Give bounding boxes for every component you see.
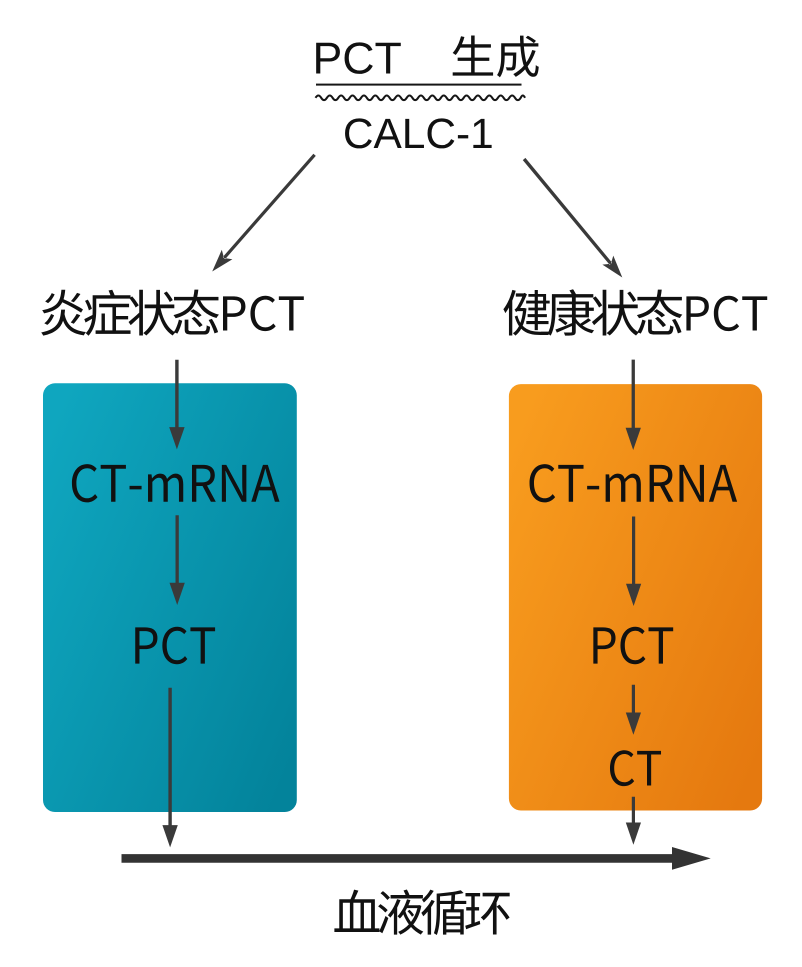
right-ct-mrna-label-text: CT-mRNA: [527, 456, 757, 513]
healthy-state-label: 健康状态PCT: [503, 289, 768, 336]
glyph-C: [250, 295, 276, 332]
right-ct-label: CT: [609, 750, 662, 787]
blood-circulation-arrow: [121, 847, 711, 870]
glyph--: [457, 135, 469, 139]
title-underline: [316, 83, 522, 86]
left-ct-mrna-label-text: CT-mRNA: [69, 456, 299, 513]
left-mrna-to-pct-arrow: [169, 515, 185, 605]
glyph-C: [529, 464, 556, 503]
glyph-N: [679, 464, 704, 502]
glyph-康: [547, 289, 595, 336]
glyph-P: [135, 627, 158, 664]
inflammatory-box: [43, 383, 297, 812]
calc1-to-healthy-arrow: [522, 157, 623, 278]
glyph-A: [373, 118, 402, 148]
glyph-1: [473, 118, 492, 148]
glyph-m: [148, 473, 184, 502]
glyph-状: [128, 289, 176, 336]
glyph-P: [222, 296, 246, 331]
glyph-A: [708, 464, 738, 502]
blood-circulation-label: 血液循环: [334, 889, 510, 936]
glyph-T: [637, 750, 662, 786]
glyph-R: [649, 464, 674, 502]
right-mrna-to-pct-arrow: [626, 516, 642, 606]
glyph-生: [452, 35, 494, 76]
glyph-P: [593, 627, 616, 664]
glyph-炎: [41, 289, 86, 336]
glyph-状: [591, 289, 639, 336]
gene-label-text: CALC-1: [343, 110, 494, 157]
glyph-P: [316, 42, 340, 74]
title-squiggle-underline: [314, 94, 526, 102]
glyph-T: [648, 627, 674, 664]
glyph-症: [84, 289, 131, 336]
glyph-N: [221, 464, 247, 502]
glyph-C: [162, 626, 188, 665]
glyph-T: [278, 296, 304, 331]
right-ct-to-circulation-arrow: [625, 796, 641, 845]
glyph-血: [334, 889, 380, 933]
glyph-C: [609, 750, 635, 787]
glyph-C: [713, 295, 740, 332]
glyph--: [129, 485, 142, 490]
glyph-T: [558, 464, 584, 502]
right-ct-mrna-label: CT-mRNA: [527, 456, 757, 513]
glyph-A: [251, 464, 280, 502]
glyph-m: [605, 473, 641, 502]
glyph--: [587, 485, 600, 490]
glyph-T: [100, 464, 126, 502]
glyph-液: [378, 889, 424, 935]
glyph-T: [742, 296, 768, 331]
inflammatory-state-label: 炎症状态PCT: [41, 289, 304, 336]
glyph-C: [620, 626, 646, 665]
glyph-R: [191, 464, 216, 502]
glyph-态: [173, 289, 219, 335]
glyph-态: [636, 289, 683, 335]
left-ct-mrna-label: CT-mRNA: [69, 456, 299, 513]
healthy-label-to-box-arrow: [625, 359, 641, 450]
calc1-to-inflammatory-arrow: [212, 153, 316, 272]
glyph-L: [405, 118, 424, 148]
right-pct-to-ct-arrow: [625, 684, 641, 735]
glyph-健: [503, 289, 550, 336]
left-pct-label: PCT: [135, 626, 216, 665]
right-pct-label: PCT: [593, 626, 674, 665]
glyph-T: [375, 42, 401, 74]
glyph-成: [497, 35, 539, 78]
gene-label: CALC-1: [343, 110, 494, 157]
glyph-T: [190, 627, 216, 664]
glyph-环: [465, 892, 510, 935]
diagram-title: PCT 生成: [316, 35, 539, 78]
glyph-C: [71, 464, 98, 503]
inflammatory-label-to-box-arrow: [169, 359, 185, 450]
glyph-循: [421, 889, 467, 936]
glyph-P: [686, 296, 709, 331]
left-pct-to-circulation-arrow: [162, 687, 178, 848]
